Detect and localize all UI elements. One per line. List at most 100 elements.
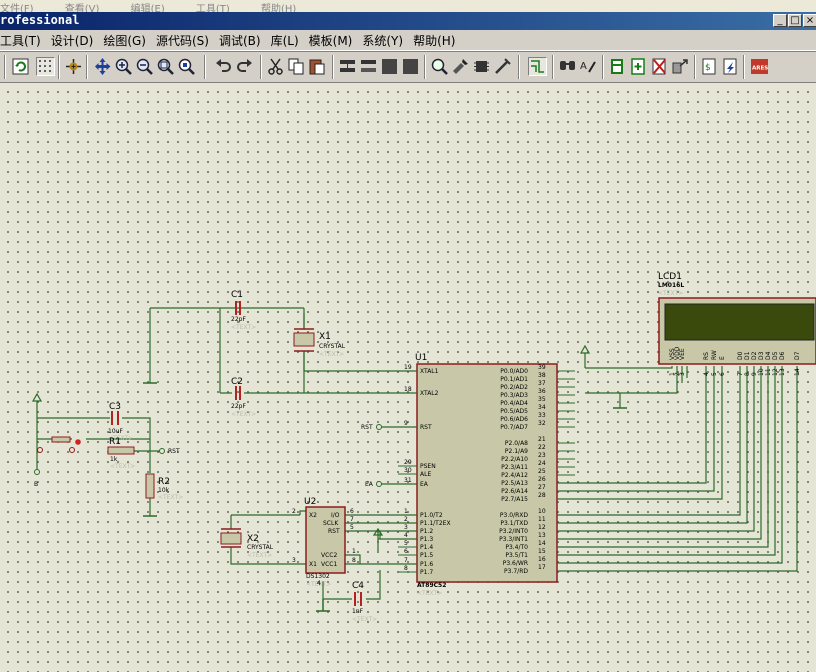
u1-pin-name: P3.7/RD: [504, 568, 528, 575]
ares-icon[interactable]: ARES: [750, 57, 769, 76]
u1-pin-name: P2.5/A13: [501, 480, 528, 487]
capacitor-c2[interactable]: C2 22pF <TEXT>: [231, 377, 256, 418]
u1-pin-name: P0.6/AD6: [500, 416, 528, 423]
zoom-in-icon[interactable]: [114, 57, 133, 76]
pan-icon[interactable]: [93, 57, 112, 76]
zoom-all-icon[interactable]: [156, 57, 175, 76]
terminal-ea-label: EA: [365, 481, 374, 488]
u1-pin-name: P0.5/AD5: [500, 408, 528, 415]
capacitor-c4[interactable]: C4 1nF <TEXT>: [352, 581, 377, 623]
lcd-pin-number: 1: [669, 372, 676, 376]
design-explorer-icon[interactable]: [608, 57, 627, 76]
power-arrow: [372, 527, 384, 536]
lcd-pin-number: 11: [765, 368, 772, 376]
u1-pin-number: 15: [538, 548, 546, 555]
schematic-canvas[interactable]: C1 22pF <TEXT> C2 22pF <TEXT> X1 CRYSTAL…: [0, 83, 816, 672]
terminal-b[interactable]: B: [34, 469, 40, 489]
u1-pin-name: P2.7/A15: [501, 496, 528, 503]
block-delete-icon[interactable]: [401, 57, 420, 76]
zoom-area-icon[interactable]: [177, 57, 196, 76]
menu-source[interactable]: 源代码(S): [155, 34, 209, 48]
terminal-rst-u1[interactable]: RST: [361, 424, 382, 431]
goto-sheet-icon[interactable]: [671, 57, 690, 76]
x2-hint: <TEXT>: [247, 552, 272, 559]
resistor-r1[interactable]: R1 1k <TEXT>: [107, 437, 135, 470]
rtc-u2[interactable]: U2 DS1302 <TEXT> X2 2 X1 3 I/O 6 SCLK 7 …: [292, 497, 356, 588]
lcd-pin-number: 8: [744, 372, 751, 376]
lcd-pin-number: 13: [779, 368, 786, 376]
grid-icon[interactable]: [36, 57, 55, 76]
menu-system[interactable]: 系统(Y): [362, 34, 404, 48]
remove-sheet-icon[interactable]: [650, 57, 669, 76]
u1-pin-name: P0.0/AD0: [500, 368, 528, 375]
u1-pin-name: P0.2/AD2: [500, 384, 528, 391]
block-move-icon[interactable]: [359, 57, 378, 76]
toolbar-separator: [552, 55, 554, 79]
u1-pin-name: P3.6/WR: [503, 560, 528, 567]
menu-graph[interactable]: 绘图(G): [103, 34, 146, 48]
capacitor-c3[interactable]: C3 10uF <TEXT>: [108, 402, 133, 442]
wire-autorouter-icon[interactable]: [528, 57, 547, 76]
crystal-x1[interactable]: X1 CRYSTAL <TEXT>: [293, 328, 346, 358]
lcd-lcd1[interactable]: LCD1 LM016L <TEXT> VSS1VDD2VEE3RS4RW5E6D…: [658, 272, 816, 376]
wire: [584, 353, 688, 408]
block-rotate-icon[interactable]: [380, 57, 399, 76]
search-icon[interactable]: [558, 57, 577, 76]
u2-pin-vcc1-num: 8: [352, 557, 356, 564]
terminal-rst-left[interactable]: RST: [159, 448, 180, 455]
menu-help[interactable]: 帮助(H): [413, 34, 456, 48]
redo-icon[interactable]: [235, 57, 254, 76]
title-bar[interactable]: rofessional _ □ ×: [0, 12, 816, 30]
block-copy-icon[interactable]: [338, 57, 357, 76]
resistor-r2[interactable]: R2 10k <TEXT>: [145, 473, 183, 501]
menu-library[interactable]: 库(L): [270, 34, 299, 48]
u1-pin-number: 3: [404, 524, 408, 531]
ghost-menu-edit: 编辑(E): [130, 4, 165, 12]
cut-icon[interactable]: [266, 57, 285, 76]
c3-ref: C3: [109, 402, 121, 412]
u1-pin-number: 23: [538, 452, 546, 459]
refresh-icon[interactable]: [11, 57, 30, 76]
menu-template[interactable]: 模板(M): [308, 34, 353, 48]
window-title: rofessional: [0, 13, 80, 27]
power-arrow: [579, 344, 591, 354]
reset-button[interactable]: [37, 436, 81, 453]
menu-tools[interactable]: 工具(T): [0, 34, 41, 48]
u1-pin-name: P3.3/INT1: [499, 536, 528, 543]
origin-icon[interactable]: [64, 57, 83, 76]
u1-pin-name: P3.5/T1: [505, 552, 528, 559]
u1-pin-name: XTAL2: [420, 390, 439, 397]
close-button[interactable]: ×: [803, 14, 816, 27]
menu-debug[interactable]: 调试(B): [218, 34, 261, 48]
u1-pin-number: 2: [404, 516, 408, 523]
lcd-pin-name: E: [719, 356, 726, 360]
package-icon[interactable]: [472, 57, 491, 76]
erc-icon[interactable]: [721, 57, 740, 76]
microcontroller-u1[interactable]: U1 AT89C52 <TEXT> 19XTAL118XTAL29RST29PS…: [398, 353, 575, 597]
paste-icon[interactable]: [308, 57, 327, 76]
u1-pin-number: 24: [538, 460, 546, 467]
new-sheet-icon[interactable]: [629, 57, 648, 76]
u1-pin-number: 34: [538, 404, 546, 411]
lcd-pin-name: D3: [758, 351, 765, 360]
u1-pin-name: P1.7: [420, 569, 433, 576]
restore-button[interactable]: □: [788, 14, 802, 27]
minimize-button[interactable]: _: [773, 14, 787, 27]
make-device-icon[interactable]: [451, 57, 470, 76]
bill-of-materials-icon[interactable]: $: [700, 57, 719, 76]
u1-pin-name: ALE: [420, 471, 431, 478]
terminal-ea[interactable]: EA: [365, 481, 382, 488]
u1-pin-name: P0.3/AD3: [500, 392, 528, 399]
crystal-x2[interactable]: X2 CRYSTAL <TEXT>: [220, 528, 274, 559]
property-tool-icon[interactable]: A: [579, 57, 598, 76]
undo-icon[interactable]: [214, 57, 233, 76]
u2-pin-vcc2-name: VCC2: [321, 552, 337, 559]
svg-text:$: $: [705, 63, 711, 73]
capacitor-c1[interactable]: C1 22pF <TEXT>: [231, 290, 256, 331]
decompose-icon[interactable]: [493, 57, 512, 76]
zoom-out-icon[interactable]: [135, 57, 154, 76]
toolbar-separator: [424, 55, 426, 79]
pick-device-icon[interactable]: [430, 57, 449, 76]
menu-design[interactable]: 设计(D): [50, 34, 94, 48]
copy-icon[interactable]: [287, 57, 306, 76]
